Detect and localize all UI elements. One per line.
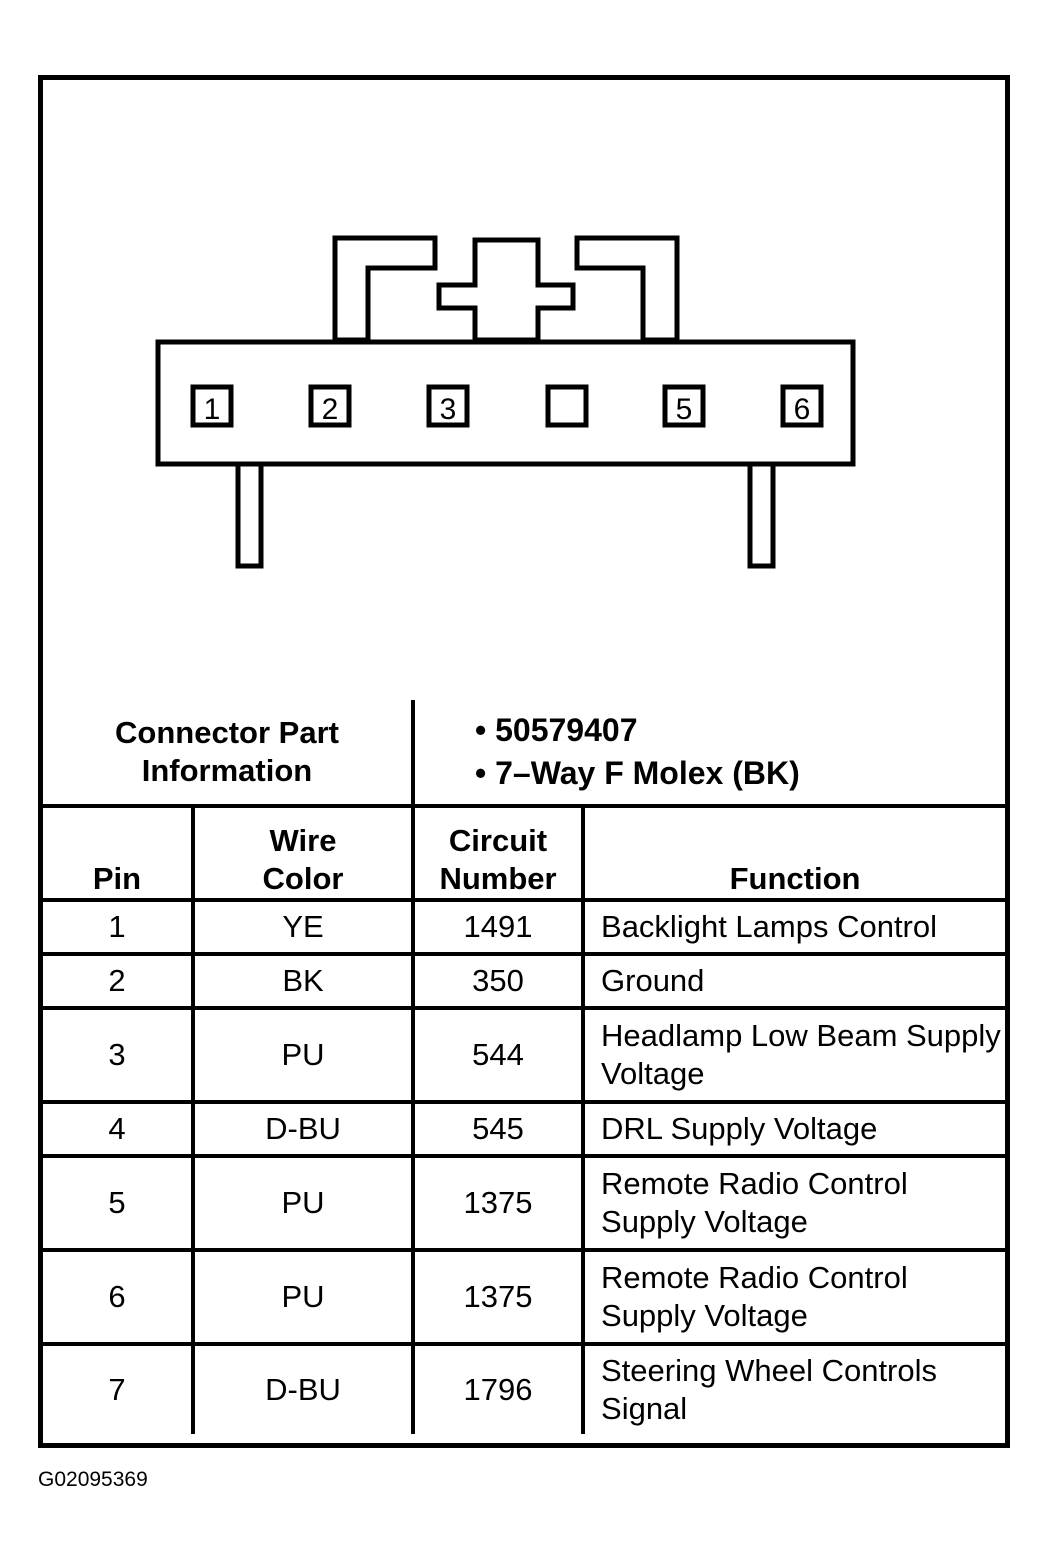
part-info-label: Connector Part Information bbox=[43, 700, 416, 808]
function-cell: DRL Supply Voltage bbox=[581, 1100, 1006, 1158]
circuit-number-cell: 544 bbox=[411, 1006, 586, 1104]
wire-color-cell: D-BU bbox=[190, 1342, 416, 1434]
table-header: Pin Wire Color Circuit Number Function bbox=[43, 804, 1006, 902]
connector-latch bbox=[332, 235, 438, 343]
part-info-values: • 50579407 • 7–Way F Molex (BK) bbox=[411, 700, 1006, 808]
cavity-label: 6 bbox=[794, 393, 811, 426]
wire-color-cell: D-BU bbox=[190, 1100, 416, 1158]
pinout-table: Connector Part Information • 50579407 • … bbox=[43, 700, 1006, 1434]
pin-cell: 5 bbox=[43, 1154, 195, 1252]
connector-drawing: 1 2 3 5 6 bbox=[155, 235, 856, 569]
pin-cell: 1 bbox=[43, 898, 195, 956]
wire-color-cell: PU bbox=[190, 1006, 416, 1104]
cavity-4 bbox=[545, 384, 589, 428]
circuit-number-cell: 1375 bbox=[411, 1248, 586, 1346]
cavity-3 bbox=[426, 384, 470, 428]
cavity-5 bbox=[662, 384, 706, 428]
part-number: • 50579407 bbox=[475, 711, 638, 748]
function-cell: Steering Wheel Controls Signal bbox=[581, 1342, 1006, 1434]
connector-leg-left bbox=[235, 464, 264, 569]
pin-cell: 7 bbox=[43, 1342, 195, 1434]
cavity-1 bbox=[190, 384, 234, 428]
function-cell: Headlamp Low Beam Supply Voltage bbox=[581, 1006, 1006, 1104]
cavity-6 bbox=[780, 384, 824, 428]
pin-cell: 4 bbox=[43, 1100, 195, 1158]
figure-id: G02095369 bbox=[38, 1468, 148, 1491]
header-circuit-number: Circuit Number bbox=[411, 804, 586, 902]
part-info-row: Connector Part Information • 50579407 • … bbox=[43, 700, 1006, 808]
connector-latch-center bbox=[436, 237, 576, 343]
function-cell: Remote Radio Control Supply Voltage bbox=[581, 1154, 1006, 1252]
pin-cell: 6 bbox=[43, 1248, 195, 1346]
connector-latch-right bbox=[574, 235, 680, 343]
function-cell: Ground bbox=[581, 952, 1006, 1010]
circuit-number-cell: 1375 bbox=[411, 1154, 586, 1252]
circuit-number-cell: 1796 bbox=[411, 1342, 586, 1434]
cavity-label: 1 bbox=[204, 393, 221, 426]
pin-cell: 3 bbox=[43, 1006, 195, 1104]
circuit-number-cell: 545 bbox=[411, 1100, 586, 1158]
wire-color-cell: PU bbox=[190, 1154, 416, 1252]
cavity-label: 3 bbox=[440, 393, 457, 426]
wire-color-cell: YE bbox=[190, 898, 416, 956]
cavity-2 bbox=[308, 384, 352, 428]
pin-cell: 2 bbox=[43, 952, 195, 1010]
circuit-number-cell: 1491 bbox=[411, 898, 586, 956]
connector-leg-right bbox=[747, 464, 776, 569]
function-cell: Backlight Lamps Control bbox=[581, 898, 1006, 956]
connector-face-diagram: 1 2 3 5 6 bbox=[43, 80, 1005, 700]
circuit-number-cell: 350 bbox=[411, 952, 586, 1010]
header-circuit-number-text: Circuit Number bbox=[439, 823, 557, 897]
header-wire-color: Wire Color bbox=[190, 804, 416, 902]
header-pin: Pin bbox=[43, 804, 195, 902]
header-function: Function bbox=[581, 804, 1006, 902]
connector-type: • 7–Way F Molex (BK) bbox=[475, 755, 800, 791]
cavity-label: 5 bbox=[676, 393, 693, 426]
header-wire-color-text: Wire Color bbox=[262, 823, 344, 897]
connector-body bbox=[155, 339, 856, 467]
wire-color-cell: BK bbox=[190, 952, 416, 1010]
cavity-label: 2 bbox=[322, 393, 339, 426]
function-cell: Remote Radio Control Supply Voltage bbox=[581, 1248, 1006, 1346]
wire-color-cell: PU bbox=[190, 1248, 416, 1346]
